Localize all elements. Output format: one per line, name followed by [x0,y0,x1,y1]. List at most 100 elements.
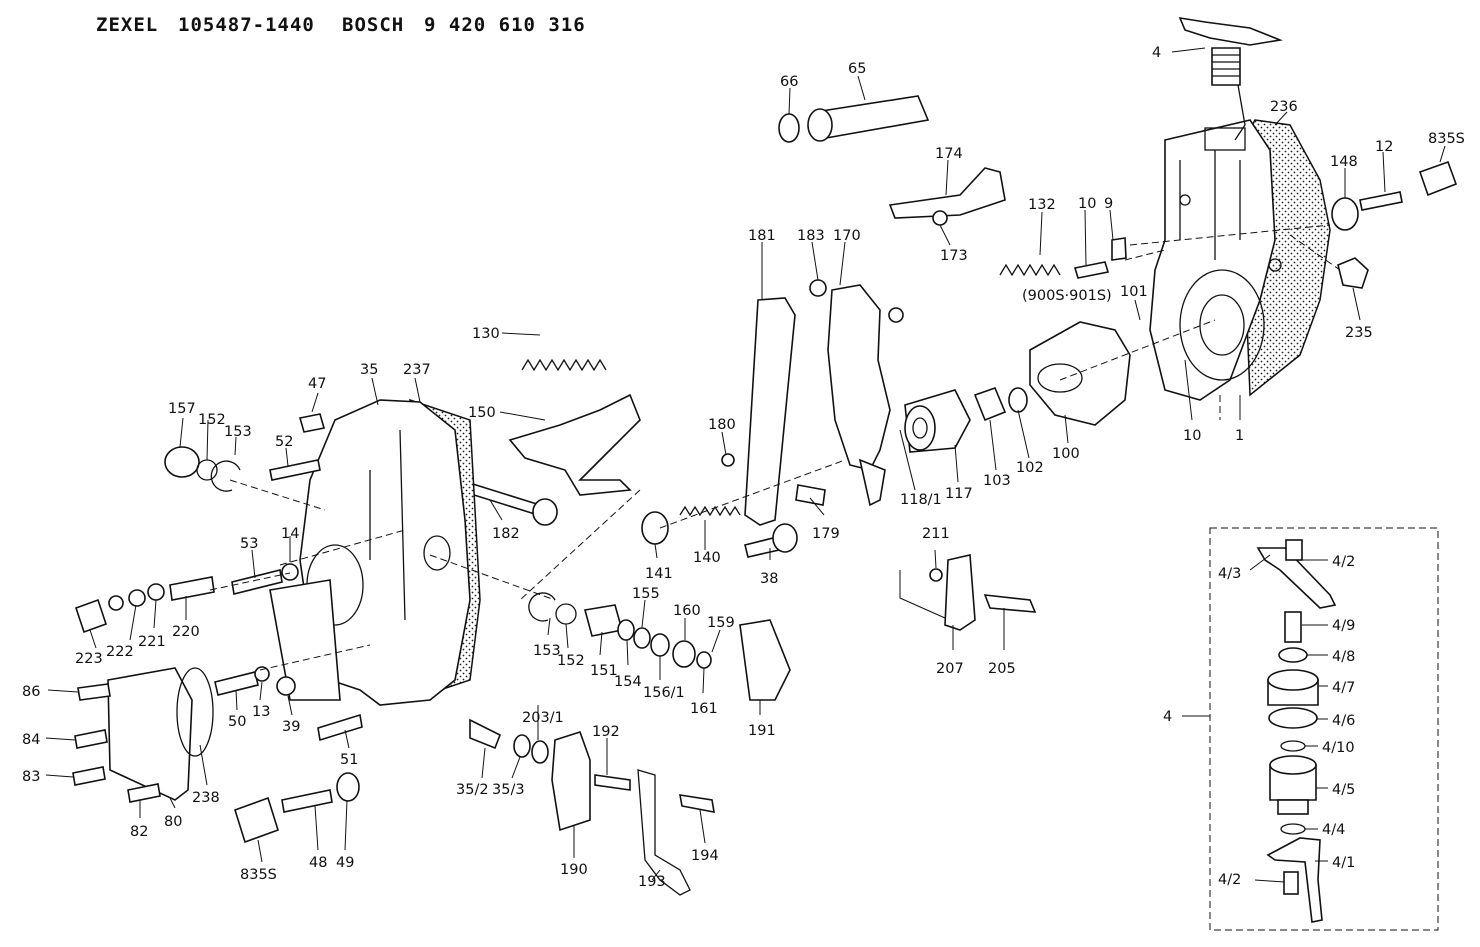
callout-4-5: 4/5 [1332,782,1355,798]
callout-103: 103 [983,473,1011,489]
callout-48: 48 [309,855,327,871]
callout-190: 190 [560,862,588,878]
callout-4-1: 4/1 [1332,855,1355,871]
clip-153b [528,592,556,622]
washer-35-3 [513,734,531,758]
nut-173 [932,210,948,226]
callout-1: 1 [1235,428,1244,444]
valve-35-2 [469,718,502,750]
callout-152-mid: 152 [557,653,585,669]
lever-207 [944,554,976,631]
callout-13: 13 [252,704,270,720]
washer-66 [778,113,800,143]
callout-4-8: 4/8 [1332,649,1355,665]
washer-222 [128,589,146,607]
washer-203 [531,740,549,764]
callout-238: 238 [192,790,220,806]
callout-191: 191 [748,723,776,739]
callout-203-1: 203/1 [522,710,564,726]
callout-49: 49 [336,855,354,871]
callout-9: 9 [1104,196,1113,212]
screw-48 [281,789,333,813]
callout-39: 39 [282,719,300,735]
callout-4-7: 4/7 [1332,680,1355,696]
callout-4-9: 4/9 [1332,618,1355,634]
governor-housing [1149,119,1331,401]
callout-14: 14 [281,526,299,542]
callout-220: 220 [172,624,200,640]
screw-51 [317,713,363,742]
callout-205: 205 [988,661,1016,677]
callout-labels: 4 236 148 12 835S 10 9 (900S·901S) 101 2… [22,45,1465,890]
callout-4-2-bottom: 4/2 [1218,872,1241,888]
callout-82: 82 [130,824,148,840]
ring-152 [196,459,218,481]
bolt-10 [1073,261,1110,279]
callout-12: 12 [1375,139,1393,155]
callout-236: 236 [1270,99,1298,115]
bush-151 [583,604,624,637]
screw-38-head [772,523,798,553]
lever-190 [551,731,591,832]
callout-10-bottom: 10 [1183,428,1201,444]
lever-181 [744,297,796,526]
callout-160: 160 [673,603,701,619]
header-code-bosch: 9 420 610 316 [424,14,586,36]
callout-152-top: 152 [198,412,226,428]
sleeve-117 [904,389,971,453]
callout-10-top: 10 [1078,196,1096,212]
nut-49 [336,772,360,802]
callout-161: 161 [690,701,718,717]
callout-170: 170 [833,228,861,244]
shaft-205 [983,594,1037,613]
cover-35 [269,398,481,706]
screw-192 [594,774,631,791]
callout-140: 140 [693,550,721,566]
nut-13 [254,666,270,682]
callout-100: 100 [1052,446,1080,462]
collar-103 [973,386,1007,422]
callout-182: 182 [492,526,520,542]
spring-140 [679,505,741,517]
callout-192: 192 [592,724,620,740]
bolt-182-head [532,498,558,526]
callout-4-2-top: 4/2 [1332,554,1355,570]
clip-211 [929,568,943,582]
lever-170 [827,284,891,471]
part-154 [617,619,635,641]
callout-148: 148 [1330,154,1358,170]
nut-221 [147,583,165,601]
inset-assembly-4 [1256,539,1337,923]
clip-153 [210,460,241,492]
ring-102 [1008,387,1028,413]
bolt-52 [269,459,321,481]
callout-157: 157 [168,401,196,417]
callout-118-1: 118/1 [900,492,942,508]
pin-179 [795,484,826,506]
nut-180 [721,453,735,467]
bracket-174 [888,167,1006,219]
cover-plate-80 [107,667,193,801]
callout-900s: (900S·901S) [1022,288,1112,304]
callout-66: 66 [780,74,798,90]
callout-153-mid: 153 [533,643,561,659]
callout-156-1: 156/1 [643,685,685,701]
callout-193: 193 [638,874,666,890]
callout-52: 52 [275,434,293,450]
cap-835s-bottom [234,796,279,844]
callout-211: 211 [922,526,950,542]
bracket-193 [637,769,691,896]
screw-50 [214,671,259,696]
seal-141 [641,511,669,545]
header-brand-bosch: BOSCH [342,14,405,36]
bolt-82 [127,783,161,803]
leader-lines [45,47,1446,883]
callout-151: 151 [590,663,618,679]
spring-132 [999,263,1061,277]
callout-132: 132 [1028,197,1056,213]
callout-153-top: 153 [224,424,252,440]
cap-223 [74,598,108,634]
lever-118 [858,458,886,507]
callout-221: 221 [138,634,166,650]
